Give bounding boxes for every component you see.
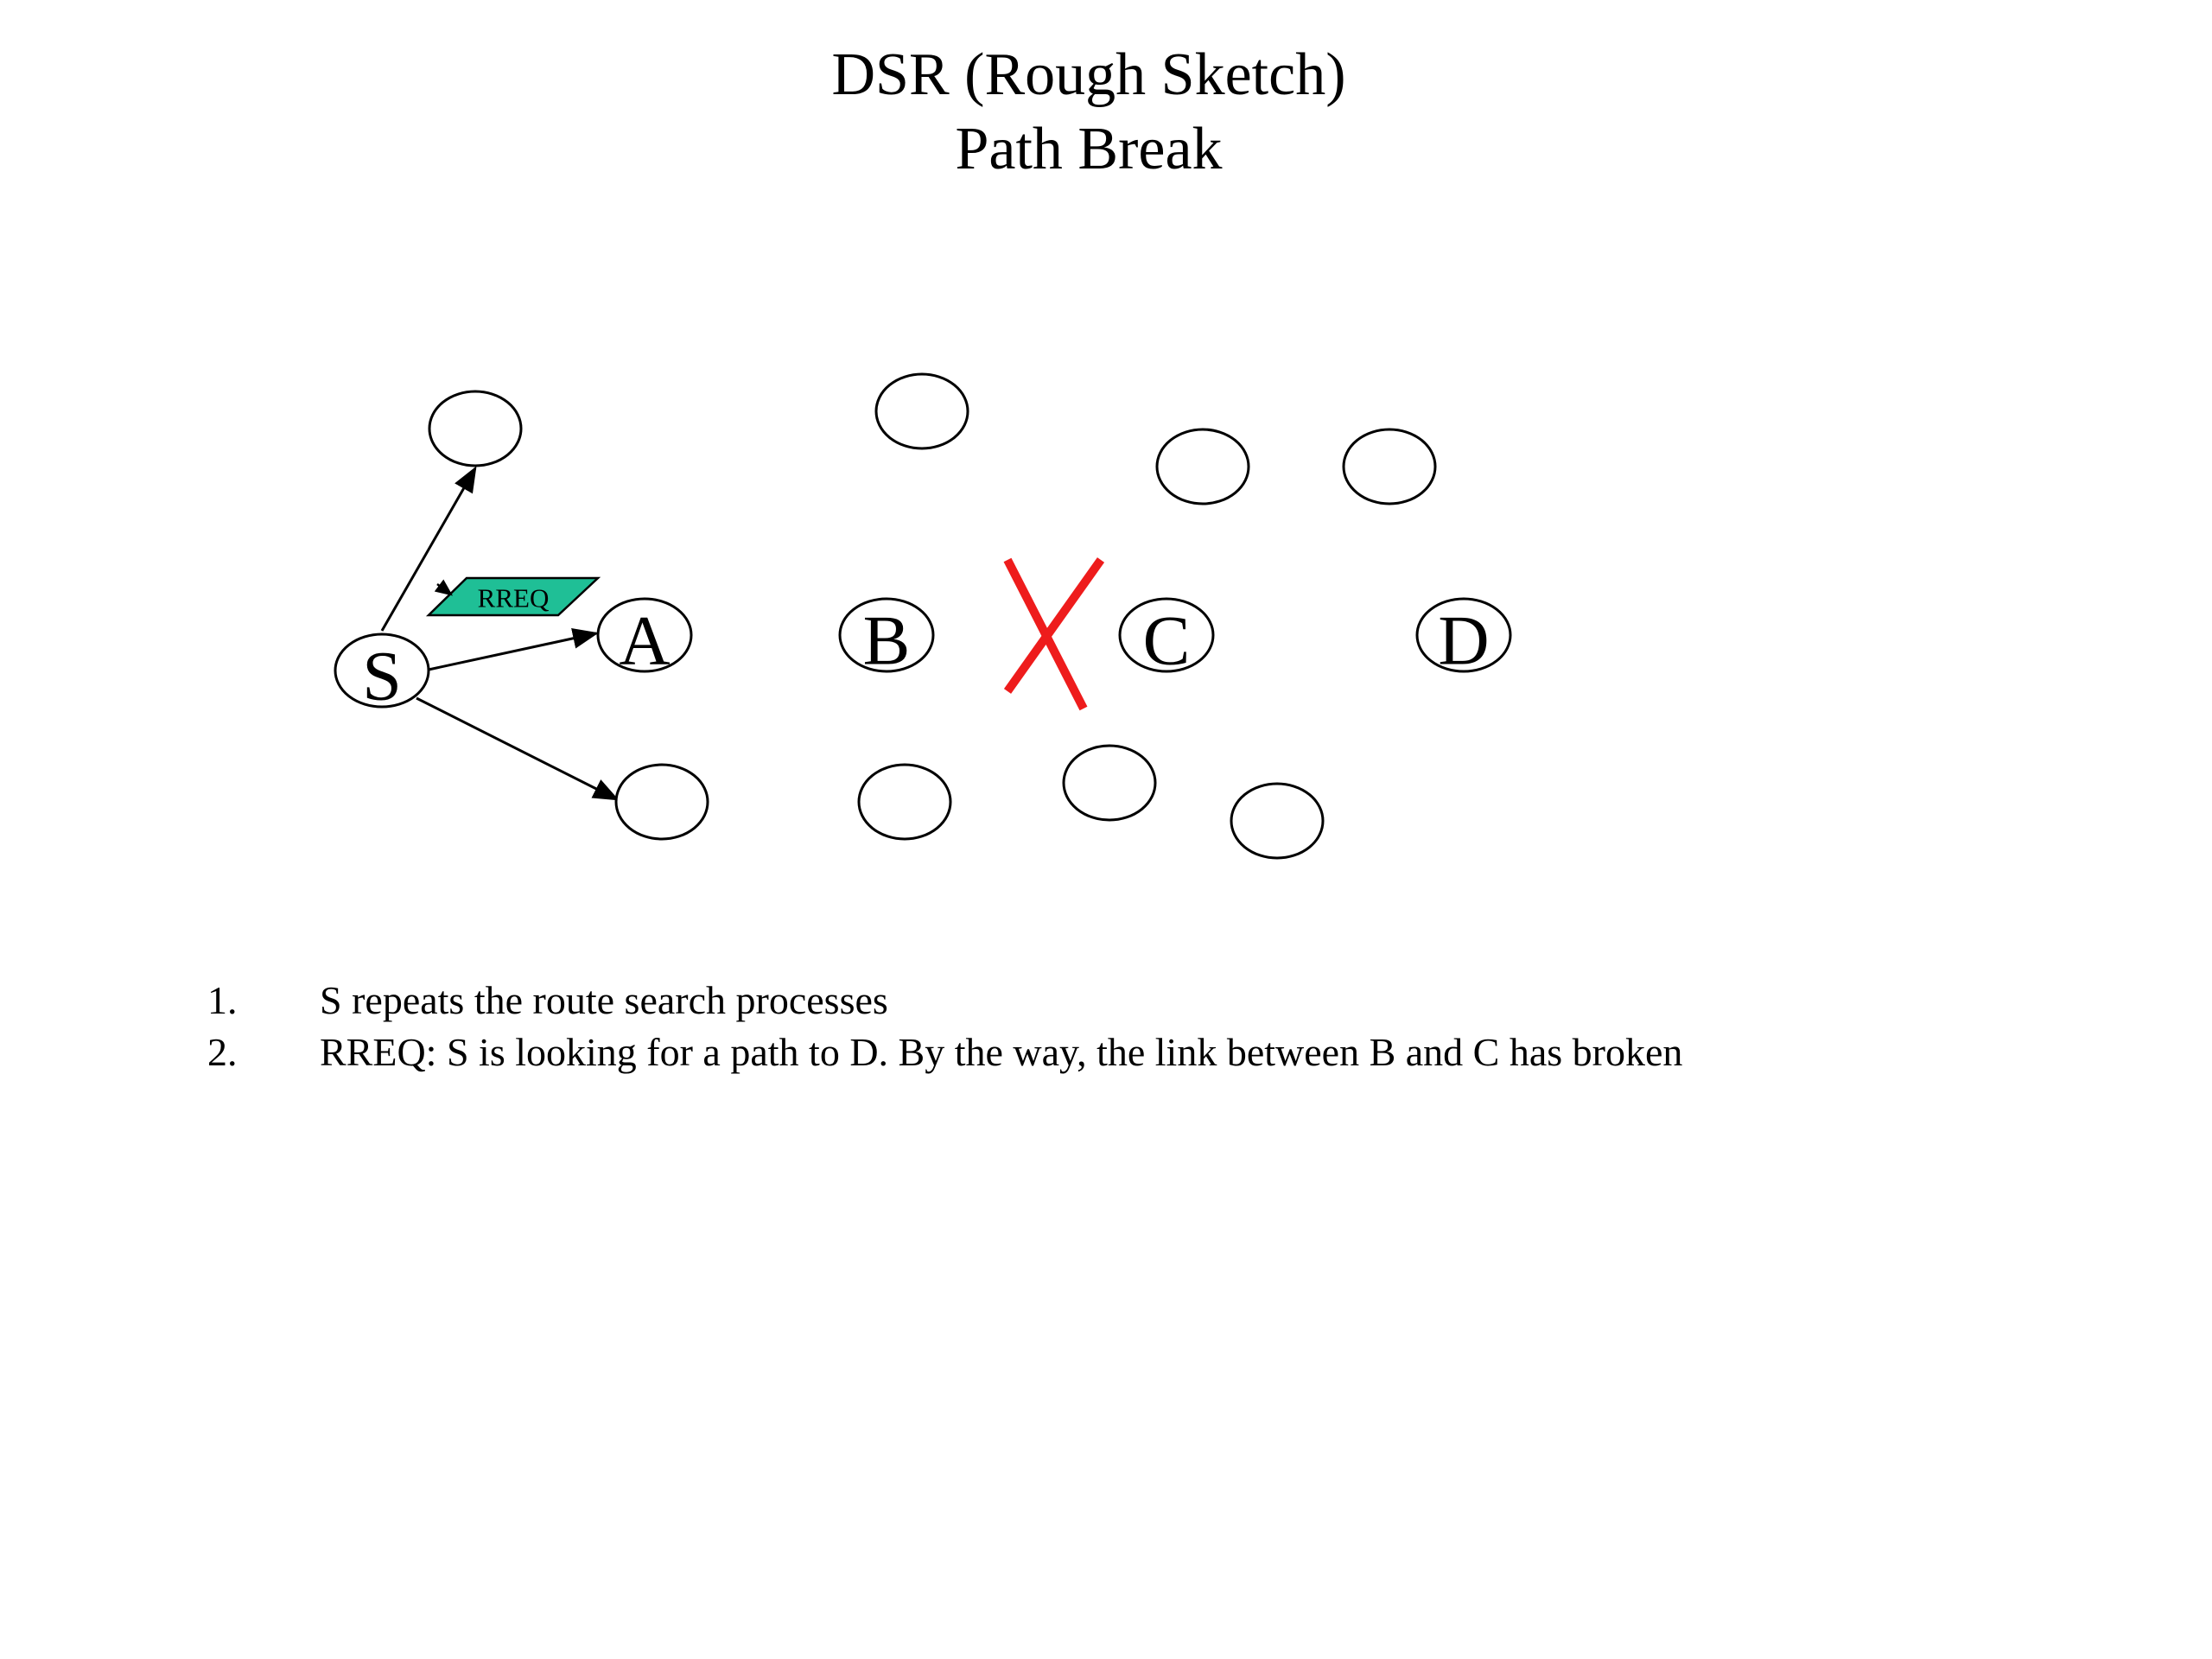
node-s: S (334, 632, 430, 715)
note-number: 2. (207, 1030, 238, 1074)
note-text: S repeats the route search processes (320, 978, 888, 1022)
note-number: 1. (207, 978, 238, 1022)
notes-list: 1. S repeats the route search processes … (207, 975, 1682, 1078)
slide-title: DSR (Rough Sketch) Path Break (0, 38, 2177, 187)
edge-s-to-top (380, 466, 477, 632)
broken-link-stroke (1003, 557, 1105, 694)
node-unlabeled (857, 763, 952, 841)
node-d-label: D (1438, 601, 1489, 680)
edge-s-to-a (428, 627, 599, 671)
note-item: 2. RREQ: S is looking for a path to D. B… (207, 1027, 1682, 1078)
node-c: C (1118, 597, 1215, 680)
node-b: B (838, 597, 935, 680)
node-unlabeled (1342, 428, 1437, 505)
node-unlabeled (874, 372, 969, 450)
node-unlabeled (1062, 744, 1157, 822)
node-unlabeled (428, 390, 523, 467)
rreq-packet-label: RREQ (478, 583, 550, 613)
broken-link-cross (1003, 557, 1105, 711)
title-line-2: Path Break (955, 116, 1223, 182)
node-unlabeled (1230, 782, 1325, 860)
node-b-label: B (863, 601, 911, 680)
node-a-label: A (619, 601, 670, 680)
node-s-label: S (362, 637, 402, 715)
note-text: RREQ: S is looking for a path to D. By t… (320, 1030, 1683, 1074)
node-a: A (596, 597, 693, 680)
edge-s-to-bottom (416, 696, 620, 801)
title-line-1: DSR (Rough Sketch) (831, 41, 1346, 108)
packet-arrow (434, 579, 453, 596)
node-unlabeled (614, 763, 709, 841)
rreq-packet: RREQ (425, 576, 601, 617)
note-item: 1. S repeats the route search processes (207, 975, 1682, 1027)
node-c-label: C (1143, 601, 1191, 680)
node-unlabeled (1155, 428, 1250, 505)
rreq-packet-shape (425, 576, 601, 617)
node-d: D (1415, 597, 1512, 680)
